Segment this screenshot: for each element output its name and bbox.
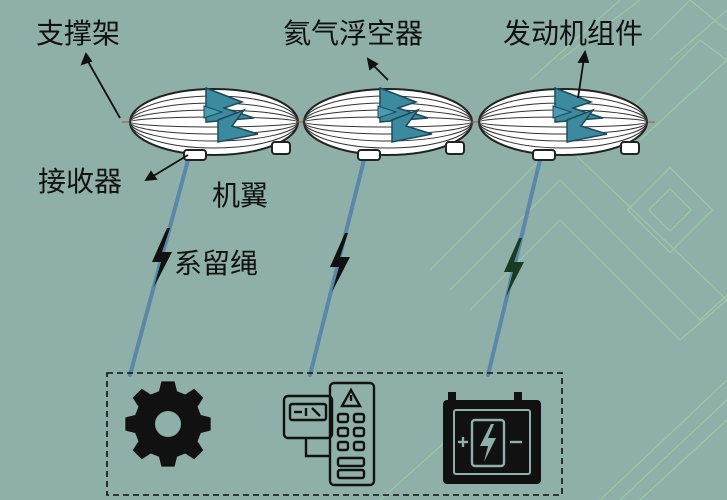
label-support-frame: 支撑架 — [36, 17, 121, 50]
gear-icon — [125, 381, 211, 467]
label-tether: 系留绳 — [174, 247, 259, 280]
tether-line-2 — [308, 158, 366, 377]
arrow-receiver — [149, 154, 189, 179]
ground-station-box — [106, 372, 563, 496]
lightning-bolt-icon — [152, 228, 172, 287]
background-pattern — [379, 0, 727, 500]
arrow-support-frame — [85, 57, 121, 119]
label-engine-assembly: 发动机组件 — [503, 17, 644, 50]
airship-icon — [121, 87, 307, 161]
lightning-bolt-icon — [152, 228, 524, 297]
label-wing: 机翼 — [212, 179, 269, 212]
label-arrows — [80, 49, 590, 182]
airship-icon — [295, 87, 481, 161]
tether-line-1 — [128, 158, 190, 377]
control-panel-icon — [282, 381, 376, 487]
label-receiver: 接收器 — [38, 165, 123, 198]
lightning-bolt-icon — [504, 238, 524, 297]
label-helium-aerostat: 氦气浮空器 — [283, 17, 424, 50]
arrow-engine-assembly — [577, 57, 585, 99]
airship-icon — [470, 87, 656, 161]
lightning-bolt-icon — [330, 233, 350, 292]
battery-icon — [443, 392, 541, 484]
